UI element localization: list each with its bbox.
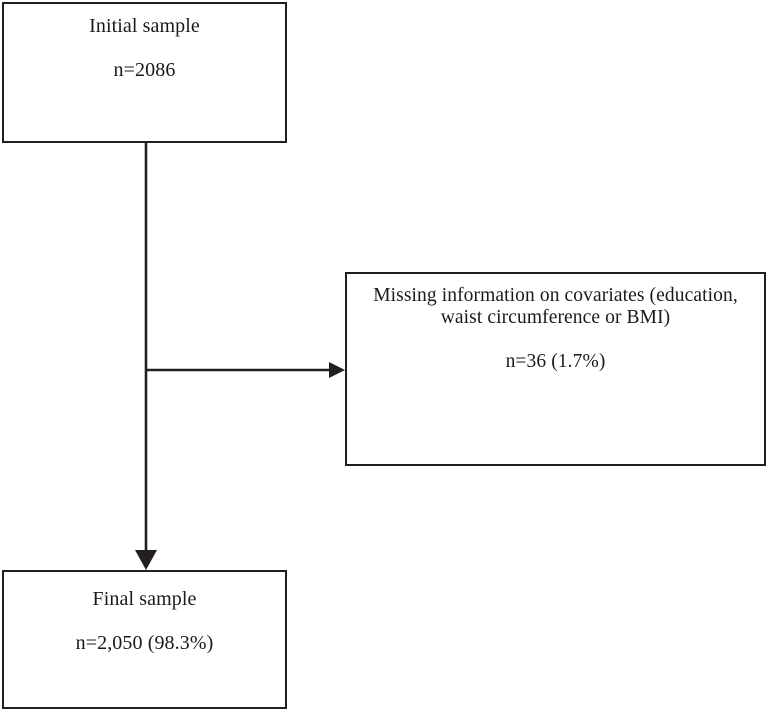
- node-final-sample: Final sample n=2,050 (98.3%): [2, 570, 287, 709]
- node-final-sample-count: n=2,050 (98.3%): [75, 632, 214, 655]
- node-missing-covariates-title: Missing information on covariates (educa…: [373, 285, 738, 328]
- node-initial-sample-count: n=2086: [113, 59, 176, 82]
- node-missing-covariates: Missing information on covariates (educa…: [345, 272, 766, 466]
- node-initial-sample: Initial sample n=2086: [2, 2, 287, 143]
- node-final-sample-title: Final sample: [92, 588, 197, 610]
- node-initial-sample-title: Initial sample: [89, 15, 200, 37]
- arrowhead-down-icon: [135, 550, 157, 570]
- arrowhead-right-icon: [329, 362, 345, 378]
- node-missing-covariates-count: n=36 (1.7%): [505, 350, 606, 372]
